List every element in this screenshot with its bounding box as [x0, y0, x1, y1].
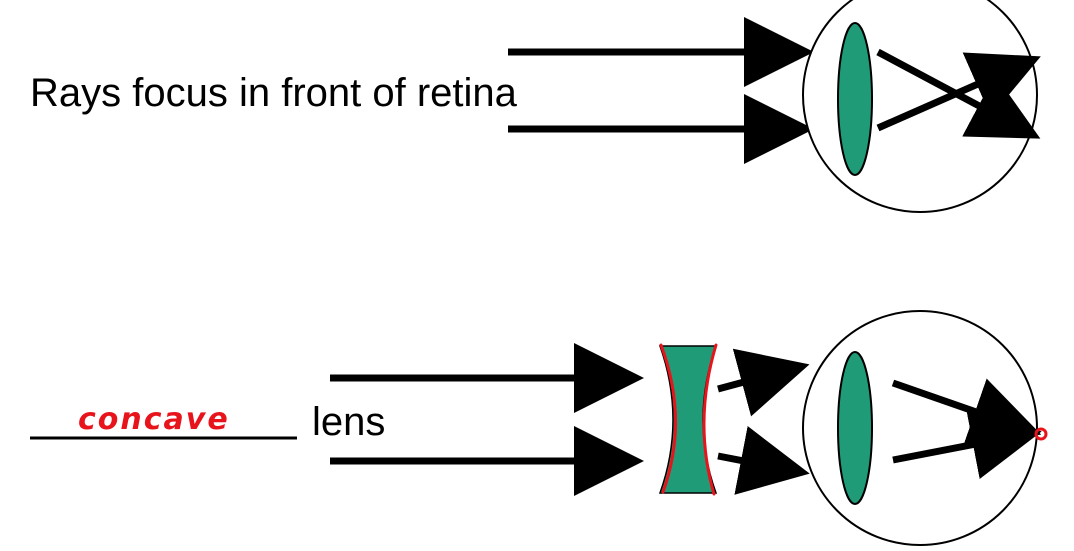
- eye-lens-top: [837, 22, 873, 176]
- handwritten-answer: concave: [78, 402, 230, 437]
- top-caption: Rays focus in front of retina: [30, 71, 517, 115]
- concave-lens-annotation: [659, 343, 718, 496]
- bottom-panel: [30, 310, 1048, 546]
- lens-caption: lens: [312, 400, 386, 444]
- focal-point-on-retina: [1034, 427, 1048, 441]
- top-panel: [508, 0, 1041, 213]
- diverged-ray-bottom: [717, 426, 810, 495]
- diverged-ray-top: [717, 348, 810, 417]
- eye-lens-bottom: [837, 351, 873, 505]
- refracted-ray-crossing-up: [876, 52, 1041, 132]
- converging-ray-bottom: [892, 410, 1042, 479]
